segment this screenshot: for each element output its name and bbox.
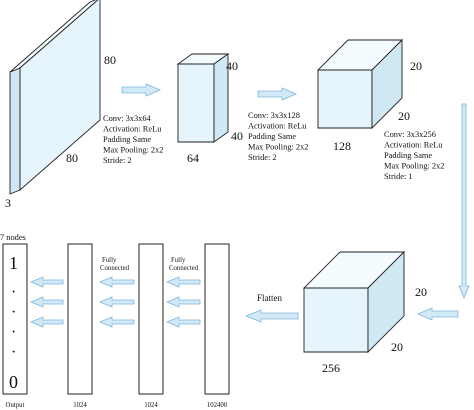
arrow-block2-to-block3 <box>257 87 298 101</box>
fc-arrows-2 <box>165 276 201 328</box>
arrow-block3-to-block4 <box>458 103 470 300</box>
block-1-side <box>9 67 21 195</box>
annotation-line: Max Pooling: 2x2 <box>103 146 164 155</box>
feature-block-4 <box>302 250 406 354</box>
output-dot: · <box>11 324 16 341</box>
annotation-line: Max Pooling: 2x2 <box>384 162 445 171</box>
annotation-line: Padding Same <box>103 135 151 144</box>
block-3-depth-label: 128 <box>333 139 351 153</box>
dense-layer-1024-a <box>67 243 93 395</box>
block-2-depth-label: 64 <box>187 151 199 165</box>
arrow-block1-to-block2 <box>121 83 162 97</box>
layer-label-output: Output <box>6 402 25 409</box>
block-4-depth-label: 256 <box>322 361 340 375</box>
block-3-width-label: 20 <box>398 109 410 123</box>
block-1-front <box>19 0 101 191</box>
conv-block-2-annotation: Conv: 3x3x128 Activation: ReLu Padding S… <box>248 111 311 162</box>
output-layer <box>2 243 28 395</box>
annotation-line: Stride: 2 <box>248 153 277 162</box>
output-nodes-label: 7 nodes <box>0 233 26 242</box>
block-2-side <box>213 53 229 143</box>
fc-arrows-output <box>29 276 64 328</box>
annotation-line: Padding Same <box>248 132 296 141</box>
flatten-label: Flatten <box>257 293 282 303</box>
annotation-line: Activation: ReLu <box>248 122 307 131</box>
block-4-side <box>367 250 405 354</box>
annotation-line: Conv: 3x3x64 <box>103 114 152 123</box>
annotation-line: Conv: 3x3x128 <box>248 111 300 120</box>
flatten-arrow <box>244 309 299 323</box>
layer-label-1024-a: 1024 <box>73 402 87 409</box>
conv-block-1-annotation: Conv: 3x3x64 Activation: ReLu Padding Sa… <box>103 114 166 165</box>
fully-connected-label-1: Fully Connected <box>100 257 130 272</box>
arrow-into-block4 <box>416 307 459 321</box>
block-2-width-label: 40 <box>231 129 243 143</box>
block-2-front <box>177 63 215 143</box>
annotation-line: Activation: ReLu <box>103 125 162 134</box>
dense-layer-1024-b <box>138 243 164 395</box>
block-3-height-label: 20 <box>410 59 422 73</box>
block-2-height-label: 40 <box>226 59 238 73</box>
output-bottom-value: 0 <box>9 372 18 392</box>
output-dot: · <box>11 284 16 301</box>
feature-block-3 <box>316 38 404 130</box>
layer-label-102400: 102400 <box>207 402 228 409</box>
fully-connected-label-2: Fully Connected <box>169 257 199 272</box>
output-dot: · <box>11 344 16 361</box>
block-3-front <box>317 69 373 129</box>
layer-label-1024-b: 1024 <box>144 402 158 409</box>
block-1-width-label: 80 <box>66 151 78 165</box>
output-top-value: 1 <box>9 253 18 273</box>
block-3-side <box>371 38 403 130</box>
block-4-height-label: 20 <box>415 285 427 299</box>
annotation-line: Conv: 3x3x256 <box>384 130 436 139</box>
annotation-line: Padding Same <box>384 151 432 160</box>
fc-arrows-1 <box>98 276 135 328</box>
annotation-line: Stride: 1 <box>384 172 413 181</box>
block-1-top <box>9 0 99 73</box>
block-1-height-label: 80 <box>104 53 116 67</box>
block-4-front <box>303 287 369 353</box>
conv-block-3-annotation: Conv: 3x3x256 Activation: ReLu Padding S… <box>384 130 447 181</box>
annotation-line: Activation: ReLu <box>384 141 443 150</box>
feature-block-2 <box>176 53 230 143</box>
annotation-line: Stride: 2 <box>103 156 132 165</box>
block-4-width-label: 20 <box>391 340 403 354</box>
dense-layer-102400 <box>204 243 230 395</box>
output-dot: · <box>11 304 16 321</box>
annotation-line: Max Pooling: 2x2 <box>248 143 309 152</box>
feature-block-1 <box>9 0 101 195</box>
block-1-depth-label: 3 <box>5 196 11 210</box>
